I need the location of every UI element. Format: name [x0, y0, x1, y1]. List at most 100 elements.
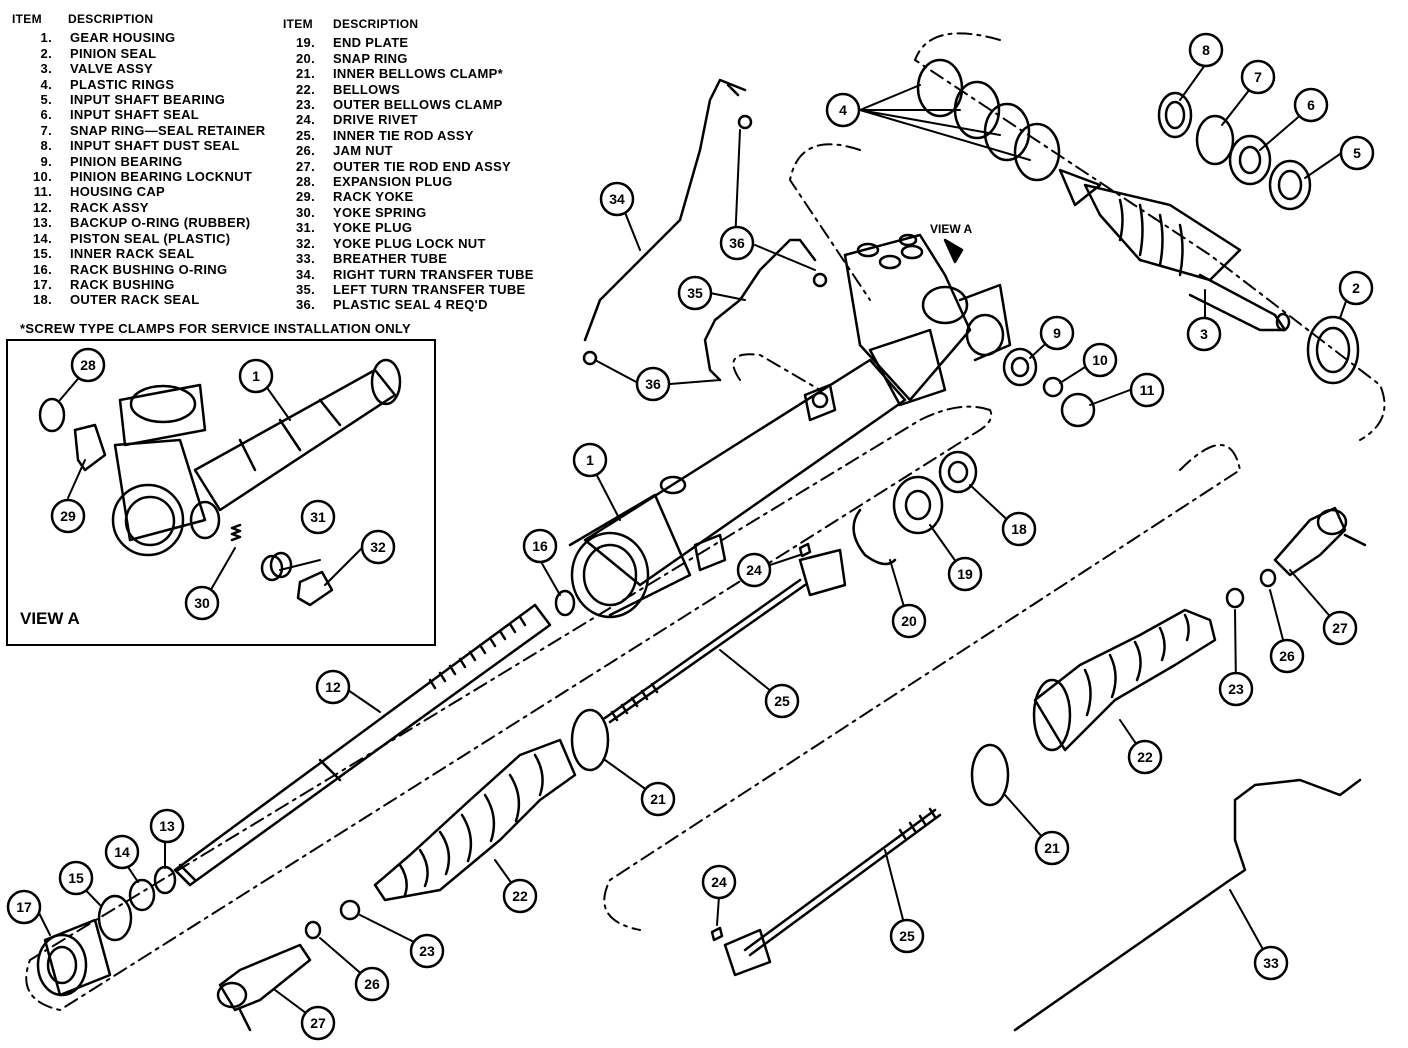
- rack-left-boundary: [25, 405, 993, 1011]
- callout-number: 13: [159, 818, 175, 834]
- callout-number: 1: [586, 452, 594, 468]
- legend-item-number: 30.: [296, 204, 315, 220]
- callout-number: 5: [1353, 145, 1361, 161]
- legend-row: 24. DRIVE RIVET: [283, 112, 534, 127]
- callout-number: 19: [957, 566, 973, 582]
- callout-circle: [1322, 610, 1358, 646]
- rack-right-boundary: [603, 444, 1241, 931]
- legend-item-description: PINION SEAL: [70, 45, 157, 61]
- legend-item-description: OUTER RACK SEAL: [70, 292, 200, 308]
- callout-number: 8: [1202, 42, 1210, 58]
- legend-row: 22.BELLOWS: [283, 82, 534, 97]
- callout-26: 26: [354, 966, 390, 1002]
- callout-circle: [1240, 59, 1276, 95]
- callout-circle: [502, 878, 538, 914]
- legend-row: 28.EXPANSION PLUG: [283, 174, 534, 189]
- callout-circle: [1129, 372, 1165, 408]
- gear-housing: [568, 358, 907, 619]
- callout-number: 20: [901, 613, 917, 629]
- callout-circle: [238, 358, 274, 394]
- callout-18: 18: [1001, 511, 1037, 547]
- callout-36: 36: [719, 225, 755, 261]
- legend-item-number: 7.: [40, 122, 52, 138]
- legend-row: 35.LEFT TURN TRANSFER TUBE: [283, 282, 534, 297]
- inner-rack-seal: [554, 589, 576, 617]
- callout-32: 32: [360, 529, 396, 565]
- callout-23: 23: [1218, 671, 1254, 707]
- callout-circle: [825, 92, 861, 128]
- callout-group: 1123456789101112131415161718192021212222…: [6, 32, 1375, 1041]
- legend-row: 2. PINION SEAL: [12, 46, 265, 61]
- legend-row: 1.GEAR HOUSING: [12, 30, 265, 45]
- callout-31: 31: [300, 499, 336, 535]
- legend-row: 25.INNER TIE ROD ASSY: [283, 128, 534, 143]
- input-shaft-parts: [1157, 91, 1312, 211]
- callout-4: 4: [825, 92, 861, 128]
- legend-item-description: INPUT SHAFT SEAL: [70, 107, 200, 123]
- callout-circle: [1188, 32, 1224, 68]
- legend-item-description: DRIVE RIVET: [333, 112, 418, 128]
- callout-number: 3: [1200, 326, 1208, 342]
- legend-header-description: DESCRIPTION: [333, 17, 419, 31]
- legend-item-description: END PLATE: [333, 35, 409, 51]
- legend-row: 10.PINION BEARING LOCKNUT: [12, 169, 265, 184]
- callout-number: 30: [194, 595, 210, 611]
- callout-3: 3: [1186, 316, 1222, 352]
- callout-circle: [1338, 270, 1374, 306]
- legend-row: 3.VALVE ASSY: [12, 61, 265, 76]
- callout-30: 30: [184, 585, 220, 621]
- bellows-right: [1032, 608, 1217, 752]
- callout-circle: [1001, 511, 1037, 547]
- legend-row: 17.RACK BUSHING: [12, 277, 265, 292]
- legend-item-number: 26.: [296, 143, 315, 159]
- callout-circle: [300, 499, 336, 535]
- legend-item-number: 13.: [33, 215, 52, 231]
- callout-circle: [409, 933, 445, 969]
- legend-item-description: RACK BUSHING O-RING: [70, 261, 228, 277]
- valve-housing-boundary: [789, 143, 871, 301]
- legend-row: 6.INPUT SHAFT SEAL: [12, 107, 265, 122]
- outer-tie-rod-end-left: [216, 943, 312, 1032]
- legend-item-number: 24.: [296, 112, 315, 128]
- callout-circle: [719, 225, 755, 261]
- callout-number: 29: [60, 508, 76, 524]
- callout-number: 27: [310, 1015, 326, 1031]
- callout-circle: [1269, 638, 1305, 674]
- callout-circle: [50, 498, 86, 534]
- legend-item-number: 4.: [40, 76, 52, 92]
- callout-circle: [1218, 671, 1254, 707]
- legend-header: ITEM DESCRIPTION: [283, 17, 534, 32]
- view-a-housing-drawing: [38, 358, 402, 607]
- legend-item-number: 3.: [40, 61, 52, 77]
- callout-number: 28: [80, 357, 96, 373]
- rack-assembly: [173, 603, 552, 887]
- breather-tube: [1013, 778, 1362, 1032]
- callout-23: 23: [409, 933, 445, 969]
- legend-item-number: 17.: [33, 276, 52, 292]
- jam-nut-left: [304, 920, 322, 940]
- callout-34: 34: [599, 181, 635, 217]
- legend-item-number: 14.: [33, 230, 52, 246]
- legend-row: 8.INPUT SHAFT DUST SEAL: [12, 138, 265, 153]
- callout-circle: [70, 347, 106, 383]
- legend-item-description: INPUT SHAFT DUST SEAL: [70, 138, 240, 154]
- legend-item-number: 15.: [33, 246, 52, 262]
- callout-1: 1: [572, 442, 608, 478]
- callout-circle: [889, 918, 925, 954]
- leader-lines: [34, 64, 1351, 1023]
- legend-row: 32.YOKE PLUG LOCK NUT: [283, 236, 534, 251]
- view-a-caption: VIEW A: [20, 609, 80, 628]
- legend-header-description: DESCRIPTION: [68, 12, 154, 26]
- callout-11: 11: [1129, 372, 1165, 408]
- callout-25: 25: [764, 683, 800, 719]
- legend-row: 26.JAM NUT: [283, 143, 534, 158]
- callout-number: 26: [1279, 648, 1295, 664]
- right-turn-transfer-tube: [583, 78, 747, 342]
- callout-19: 19: [947, 556, 983, 592]
- callout-10: 10: [1082, 342, 1118, 378]
- legend-item-number: 29.: [296, 189, 315, 205]
- legend-item-description: EXPANSION PLUG: [333, 174, 453, 190]
- legend-item-number: 2.: [40, 45, 52, 61]
- callout-25: 25: [889, 918, 925, 954]
